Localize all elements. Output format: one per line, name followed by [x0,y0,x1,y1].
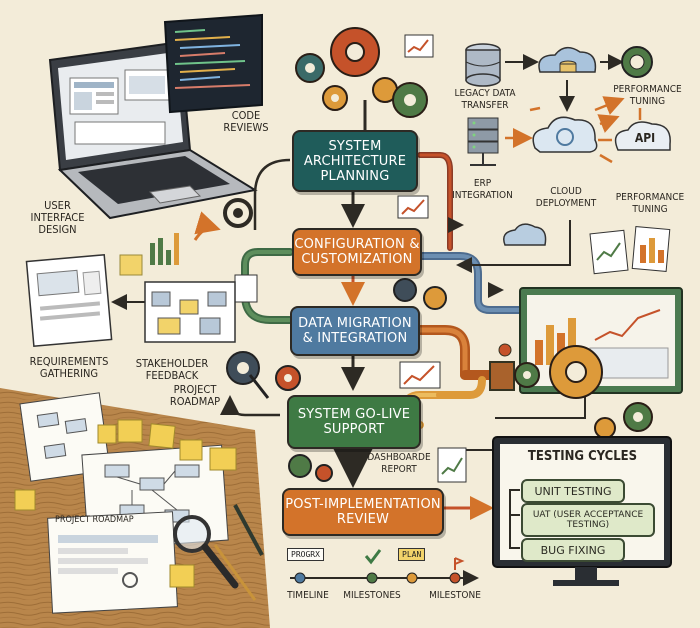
label-erp-integration: ERP INTEGRATION [452,178,513,201]
step-configuration-customization: CONFIGURATION & CUSTOMIZATION [292,228,422,276]
label-stakeholder-feedback: STAKEHOLDER FEEDBACK [135,357,209,382]
timeline-label-milestone: MILESTONE [429,590,481,601]
timeline-label-timeline: TIMELINE [287,590,329,601]
laptop-illustration [48,13,263,220]
label-user-interface-design: USER INTERFACE DESIGN [30,199,85,236]
step-data-migration-integration: DATA MIGRATION & INTEGRATION [290,306,420,356]
api-cloud-icon [614,121,671,151]
testing-item-bug-fixing: BUG FIXING [521,538,625,562]
step-post-implementation-review: POST-IMPLEMENTATION REVIEW [282,488,444,536]
timeline-tag-plan: PLAN [398,548,426,561]
mid-left-illustrations [25,198,301,399]
timeline-tag-progress: PROGRX [287,548,324,561]
timeline-label-milestones: MILESTONES [343,590,401,601]
testing-cycles-title: TESTING CYCLES [527,449,638,464]
step-system-architecture-planning: SYSTEM ARCHITECTURE PLANNING [292,130,418,192]
label-performance-tuning-bottom: PERFORMANCE TUNING [615,192,685,215]
label-dashboard-report: DASHBOARDE REPORT [367,452,431,475]
gear-cluster-top [295,27,434,118]
label-project-roadmap: PROJECT ROADMAP [169,383,221,408]
server-rack-icon [467,117,499,166]
label-code-reviews: CODE REVIEWS [223,109,269,134]
label-performance-tuning-top: PERFORMANCE TUNING [613,84,682,107]
label-cloud-deployment: CLOUD DEPLOYMENT [535,186,597,209]
cloud-sync-icon [532,116,598,153]
step-system-go-live-support: SYSTEM GO-LIVE SUPPORT [287,395,421,449]
cloud-database-icon [538,46,597,73]
right-dashboard-illustrations [288,278,683,483]
database-icon [465,43,501,87]
gauge-gear-icon [621,46,653,78]
desk-planning-area [0,388,270,628]
label-project-roadmap-document: PROJECT ROADMAP [55,515,134,525]
label-api: API [634,131,656,145]
testing-item-uat: UAT (USER ACCEPTANCE TESTING) [521,503,655,537]
flow-arrows [111,100,586,520]
label-requirements-gathering: REQUIREMENTS GATHERING [29,355,109,380]
infrastructure-icons [397,43,671,275]
testing-item-unit: UNIT TESTING [521,479,625,503]
timeline-graphic [290,549,479,586]
label-legacy-data-transfer: LEGACY DATA TRANSFER [454,88,516,111]
